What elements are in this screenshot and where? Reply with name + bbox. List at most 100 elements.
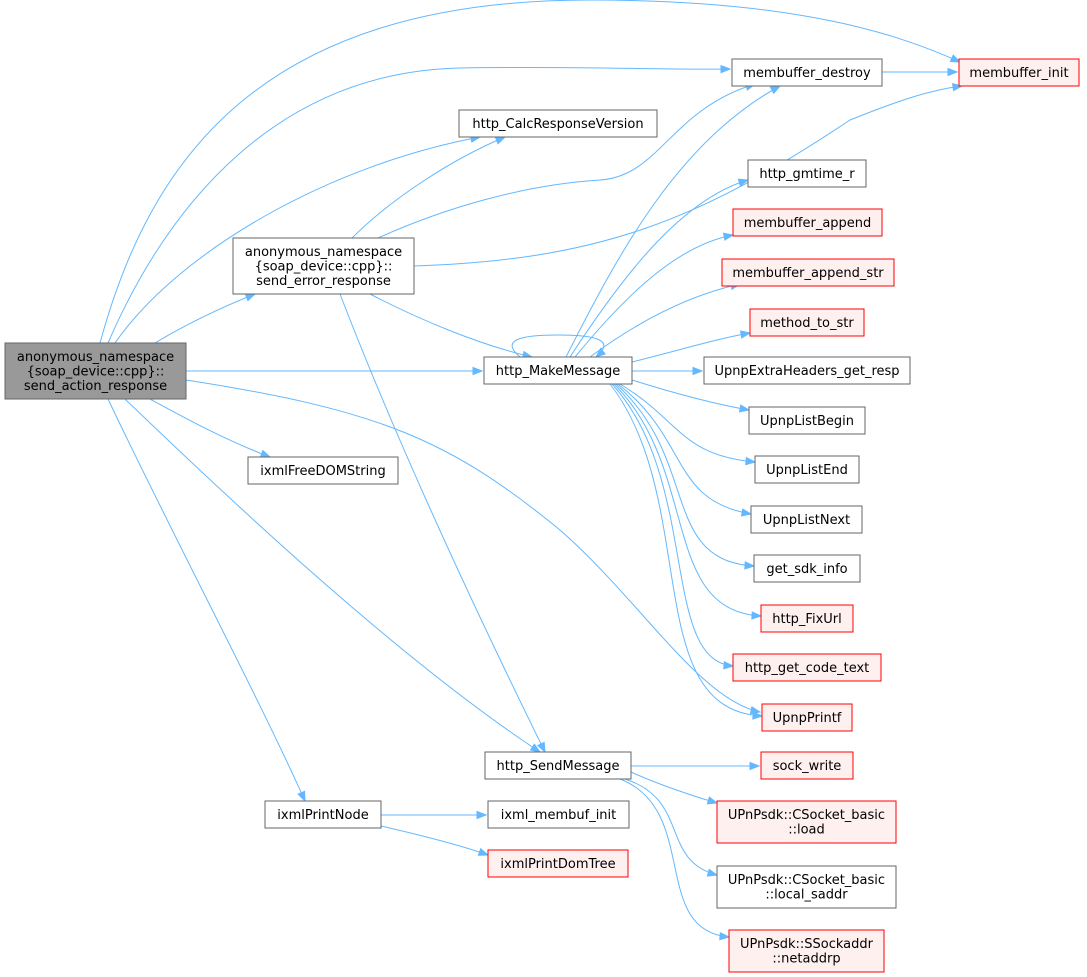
edge-arrowhead [752, 711, 764, 720]
edge-arrowhead [949, 54, 962, 63]
node-box [721, 258, 895, 287]
node-label: anonymous_namespace [245, 245, 402, 260]
edge-http_SendMessage-to-CSocket_basic_load [630, 771, 719, 805]
edge-line [114, 136, 481, 344]
node-ixmlPrintNode[interactable]: ixmlPrintNode [264, 800, 382, 829]
edge-http_MakeMessage-to-UpnpListBegin [631, 379, 751, 413]
edge-arrowhead [259, 449, 272, 458]
node-http_FixUrl[interactable]: http_FixUrl [760, 604, 854, 633]
node-http_gmtime_r[interactable]: http_gmtime_r [747, 159, 867, 188]
node-box [703, 356, 911, 385]
node-UpnpListBegin[interactable]: UpnpListBegin [748, 406, 866, 435]
node-membuffer_append_str[interactable]: membuffer_append_str [721, 258, 895, 287]
node-box [487, 800, 630, 829]
edge-arrowhead [476, 810, 488, 820]
node-label: method_to_str [760, 316, 854, 331]
edge-line [380, 825, 489, 856]
node-UpnpListNext[interactable]: UpnpListNext [750, 505, 863, 534]
edge-line [631, 332, 751, 363]
edge-arrowhead [472, 366, 484, 376]
node-method_to_str[interactable]: method_to_str [749, 308, 865, 337]
edge-arrowhead [745, 456, 757, 466]
node-SSockaddr_netaddrp[interactable]: UPnPsdk::SSockaddr::netaddrp [728, 929, 885, 973]
edge-line [613, 383, 762, 617]
node-box [487, 849, 629, 878]
node-label: ixmlPrintDomTree [500, 857, 615, 872]
edge-arrowhead [739, 330, 752, 339]
edge-send_action_response-to-http_SendMessage [124, 398, 542, 753]
edge-membuffer_destroy-to-membuffer_init [882, 67, 959, 77]
edge-line [619, 778, 730, 938]
node-label: UpnpListNext [763, 513, 850, 528]
node-box [4, 342, 187, 400]
edge-arrowhead [947, 67, 959, 77]
node-http_MakeMessage[interactable]: http_MakeMessage [483, 356, 633, 385]
node-label: membuffer_append_str [732, 266, 884, 281]
edge-arrowhead [297, 790, 306, 803]
node-http_SendMessage[interactable]: http_SendMessage [484, 751, 632, 780]
node-ixmlFreeDOMString[interactable]: ixmlFreeDOMString [247, 456, 399, 485]
edge-line [624, 778, 718, 876]
edge-arrowhead [720, 64, 732, 74]
node-label: http_gmtime_r [759, 167, 855, 182]
node-membuffer_init[interactable]: membuffer_init [958, 58, 1080, 87]
node-UpnpPrintf[interactable]: UpnpPrintf [761, 703, 853, 732]
node-UpnpExtraHeaders_get_resp[interactable]: UpnpExtraHeaders_get_resp [703, 356, 911, 385]
node-box [732, 653, 882, 682]
edge-line [617, 383, 752, 515]
edge-send_error_response-to-membuffer_destroy [377, 82, 757, 239]
node-label: send_error_response [256, 274, 391, 289]
edge-send_action_response-to-ixmlFreeDOMString [149, 398, 272, 458]
edge-arrowhead [537, 741, 546, 754]
node-label: UpnpListEnd [766, 463, 848, 478]
node-box [748, 406, 866, 435]
node-box [753, 554, 861, 583]
edge-arrowhead [244, 293, 257, 302]
node-ixmlPrintDomTree[interactable]: ixmlPrintDomTree [487, 849, 629, 878]
node-label: http_MakeMessage [496, 364, 620, 379]
node-box [750, 505, 863, 534]
node-box [232, 237, 415, 295]
edge-arrowhead [692, 366, 704, 376]
node-get_sdk_info[interactable]: get_sdk_info [753, 554, 861, 583]
edge-line [154, 293, 256, 344]
node-UpnpListEnd[interactable]: UpnpListEnd [754, 455, 860, 484]
node-box [728, 929, 885, 973]
node-label: UpnpExtraHeaders_get_resp [714, 364, 899, 379]
node-label: ixmlFreeDOMString [260, 464, 385, 479]
edge-arrowhead [723, 661, 735, 670]
node-CSocket_basic_load[interactable]: UPnPsdk::CSocket_basic::load [716, 800, 897, 844]
node-label: send_action_response [24, 379, 167, 394]
edge-send_action_response-to-membuffer_destroy [107, 64, 732, 344]
edge-send_error_response-to-http_MakeMessage [369, 293, 534, 359]
node-box [716, 865, 897, 909]
edge-arrowhead [740, 508, 753, 517]
edge-http_MakeMessage-to-UpnpPrintf [609, 383, 764, 720]
node-http_get_code_text[interactable]: http_get_code_text [732, 653, 882, 682]
edge-ixmlPrintNode-to-ixml_membuf_init [381, 810, 488, 820]
edge-arrowhead [744, 561, 756, 570]
node-sock_write[interactable]: sock_write [760, 751, 854, 780]
edge-line [369, 293, 533, 358]
node-membuffer_destroy[interactable]: membuffer_destroy [731, 58, 883, 87]
node-membuffer_append[interactable]: membuffer_append [732, 208, 883, 237]
node-ixml_membuf_init[interactable]: ixml_membuf_init [487, 800, 630, 829]
node-CSocket_basic_local_saddr[interactable]: UPnPsdk::CSocket_basic::local_saddr [716, 865, 897, 909]
edge-send_action_response-to-http_MakeMessage [186, 366, 484, 376]
node-label: UpnpListBegin [760, 414, 854, 429]
node-box [247, 456, 399, 485]
edge-line [185, 379, 761, 713]
node-send_action_response[interactable]: anonymous_namespace{soap_device::cpp}::s… [4, 342, 187, 400]
edge-arrowhead [751, 611, 763, 620]
edge-line [589, 283, 741, 358]
edge-arrowhead [738, 404, 751, 413]
edge-line [574, 234, 734, 358]
node-send_error_response[interactable]: anonymous_namespace{soap_device::cpp}::s… [232, 237, 415, 295]
edge-line [107, 398, 306, 802]
edge-arrowhead [494, 136, 507, 145]
node-box [458, 109, 658, 138]
node-http_CalcResponseVersion[interactable]: http_CalcResponseVersion [458, 109, 658, 138]
edge-http_MakeMessage-to-get_sdk_info [615, 383, 756, 570]
node-box [761, 703, 853, 732]
